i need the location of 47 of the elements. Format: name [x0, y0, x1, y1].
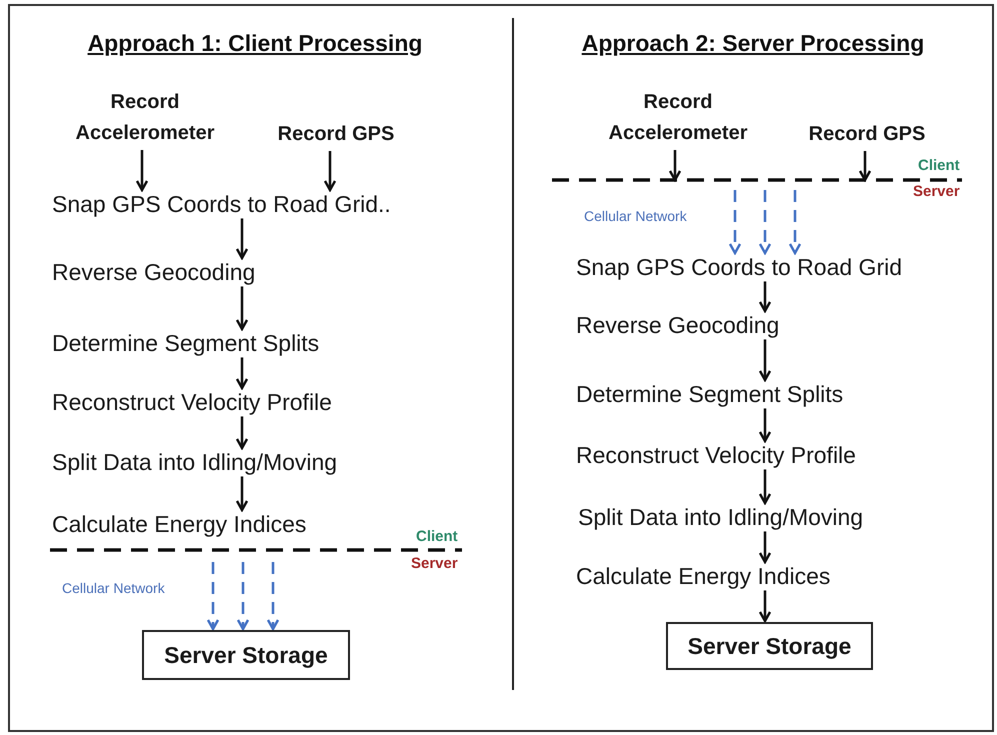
step-label: Reconstruct Velocity Profile: [576, 442, 856, 468]
step-label: Record GPS: [782, 119, 952, 150]
network-label: Cellular Network: [62, 580, 165, 596]
step-label: Split Data into Idling/Moving: [52, 449, 338, 476]
arrow: [758, 469, 772, 504]
arrow: [728, 190, 742, 254]
arrow: [788, 190, 802, 254]
arrow: [758, 590, 772, 622]
arrow: [324, 151, 336, 192]
storage-box: Server Storage: [666, 622, 873, 670]
arrow: [858, 151, 872, 182]
arrow: [236, 476, 248, 512]
arrow: [136, 150, 148, 192]
panel-heading: Approach 2: Server Processing: [582, 30, 924, 57]
step-label: Reconstruct Velocity Profile: [52, 389, 332, 416]
step-label: Split Data into Idling/Moving: [578, 504, 864, 530]
step-label: Determine Segment Splits: [576, 381, 844, 408]
side-label: Client: [918, 157, 960, 174]
panel-heading: Approach 1: Client Processing: [88, 30, 422, 57]
step-label: Calculate Energy Indices: [52, 511, 306, 538]
arrow: [266, 562, 280, 630]
arrow: [236, 286, 248, 330]
side-label: Server: [411, 555, 458, 572]
step-label: Snap GPS Coords to Road Grid: [576, 254, 902, 280]
arrow: [668, 150, 682, 182]
network-label: Cellular Network: [584, 208, 687, 224]
arrow: [758, 190, 772, 254]
arrow: [236, 562, 250, 630]
arrow: [758, 281, 772, 312]
step-label: Determine Segment Splits: [52, 330, 320, 356]
arrow: [236, 357, 248, 390]
step-label: Snap GPS Coords to Road Grid..: [52, 191, 391, 218]
storage-box: Server Storage: [142, 630, 350, 680]
arrow: [758, 531, 772, 564]
step-label: Record GPS: [251, 119, 421, 150]
step-label: Record Accelerometer: [578, 87, 778, 149]
step-label: Reverse Geocoding: [576, 312, 780, 338]
step-label: Reverse Geocoding: [52, 259, 256, 286]
arrow: [206, 562, 220, 630]
arrow: [236, 218, 248, 260]
step-label: Record Accelerometer: [45, 87, 245, 149]
side-label: Server: [913, 183, 960, 200]
arrow: [758, 339, 772, 382]
step-label: Calculate Energy Indices: [576, 563, 830, 590]
side-label: Client: [416, 528, 458, 545]
arrow: [758, 408, 772, 442]
arrow: [236, 416, 248, 450]
